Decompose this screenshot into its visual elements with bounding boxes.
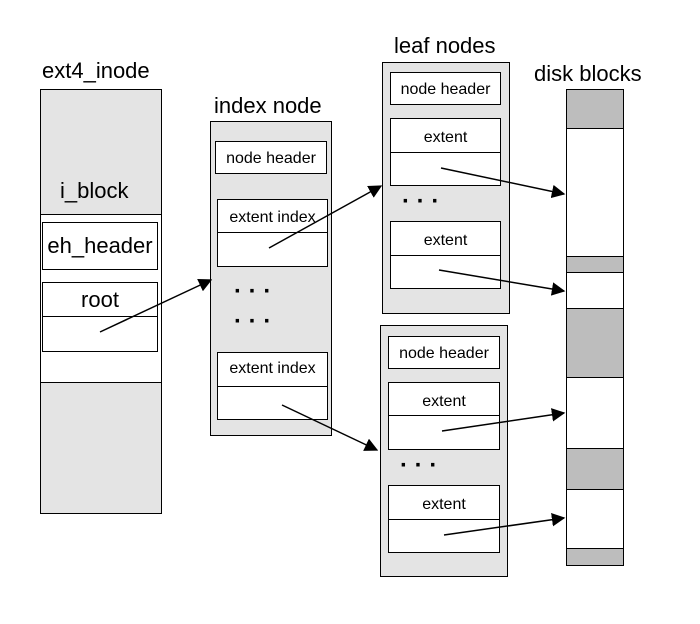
leaf-2-extent-2-divider xyxy=(388,519,500,520)
leaf-nodes-title: leaf nodes xyxy=(394,33,496,58)
index-node-title: index node xyxy=(214,93,322,118)
inode-title: ext4_inode xyxy=(42,58,150,83)
disk-block-used xyxy=(566,548,624,566)
leaf-2-extent-1-divider xyxy=(388,415,500,416)
index-entry-1: extent index xyxy=(217,199,328,267)
disk-blocks-title: disk blocks xyxy=(534,61,642,86)
arrow-index2-to-leaf2 xyxy=(281,404,379,451)
leaf-1-header: node header xyxy=(390,72,501,105)
disk-block-used xyxy=(566,256,624,273)
arrow-leaf2-extent2-to-disk xyxy=(443,513,566,536)
disk-block-used xyxy=(566,308,624,378)
arrow-leaf2-extent1-to-disk xyxy=(441,408,566,432)
index-node-header: node header xyxy=(215,141,327,174)
i-block-label: i_block xyxy=(60,178,129,203)
leaf-2-header: node header xyxy=(388,336,500,369)
index-ellipsis-1: · · · xyxy=(234,278,272,305)
arrow-leaf1-extent2-to-disk xyxy=(438,269,566,296)
eh-header-label: eh_header xyxy=(47,233,153,258)
leaf-1-extent-1-divider xyxy=(390,152,501,153)
arrow-leaf1-extent1-to-disk xyxy=(440,167,566,199)
disk-block-used xyxy=(566,89,624,129)
leaf-2-header-label: node header xyxy=(399,345,489,362)
leaf-1-extent-2-divider xyxy=(390,255,501,256)
leaf-2-extent-1: extent xyxy=(388,382,500,450)
index-ellipsis-2: · · · xyxy=(234,308,272,335)
leaf-1-extent-2-label: extent xyxy=(423,232,468,249)
index-entry-1-divider xyxy=(217,232,328,233)
arrow-root-to-index xyxy=(99,279,213,333)
root-label: root xyxy=(81,287,119,312)
index-entry-2-divider xyxy=(217,386,328,387)
disk-block-used xyxy=(566,448,624,490)
leaf-2-ellipsis: · · · xyxy=(400,452,438,479)
arrow-index1-to-leaf1 xyxy=(268,185,383,249)
root-divider xyxy=(42,316,158,317)
leaf-2-extent-1-label: extent xyxy=(422,393,466,410)
root-box: root xyxy=(42,282,158,352)
leaf-1-extent-1-label: extent xyxy=(423,129,468,146)
index-entry-2-label: extent index xyxy=(229,360,316,377)
leaf-1-header-label: node header xyxy=(400,81,491,98)
leaf-2-extent-2-label: extent xyxy=(422,496,466,513)
leaf-1-ellipsis: · · · xyxy=(402,188,440,215)
index-entry-1-label: extent index xyxy=(229,209,316,226)
eh-header-box: eh_header xyxy=(42,222,158,270)
index-node-header-label: node header xyxy=(226,150,316,167)
